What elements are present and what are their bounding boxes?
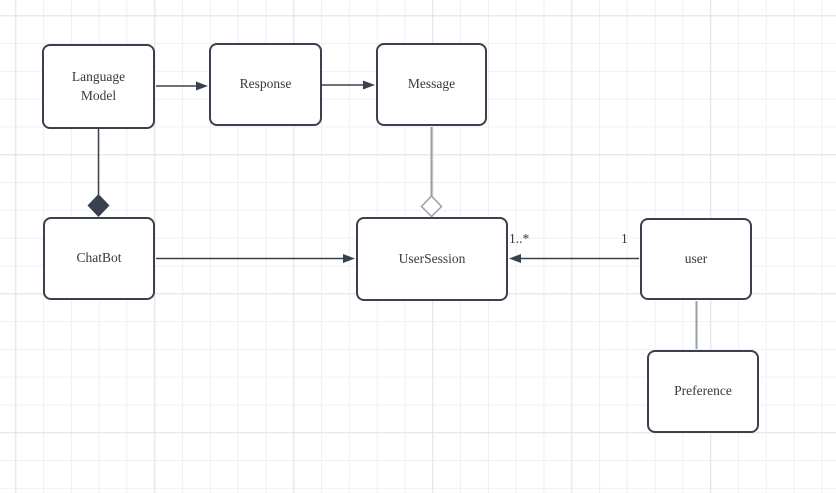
edge-message-usersession[interactable] [420,127,443,218]
node-label: Response [239,76,292,92]
node-user[interactable]: user [640,218,752,300]
node-usersession[interactable]: UserSession [356,217,508,301]
node-preference[interactable]: Preference [647,350,759,433]
multiplicity-label-source[interactable]: 1 [621,231,628,246]
node-label: ChatBot [76,250,122,266]
edge-languagemodel-response[interactable] [156,81,208,91]
edge-response-message[interactable] [322,80,375,90]
node-language-model[interactable]: Language Model [42,44,155,129]
node-label: Preference [674,383,732,399]
node-response[interactable]: Response [209,43,322,126]
node-message[interactable]: Message [376,43,487,126]
node-label: UserSession [398,250,466,266]
edge-chatbot-usersession[interactable] [156,254,355,263]
node-chatbot[interactable]: ChatBot [43,217,155,300]
arrowhead-icon [363,80,375,90]
edge-languagemodel-chatbot[interactable] [87,129,110,217]
filled-diamond-icon [87,194,110,217]
arrowhead-icon [196,81,208,91]
node-label: user [684,250,708,266]
node-label: Language Model [71,69,126,103]
edge-user-usersession[interactable] [509,254,639,263]
node-label: Message [407,76,456,92]
arrowhead-icon [509,254,521,263]
multiplicity-label-target[interactable]: 1..* [509,231,530,246]
arrowhead-icon [343,254,355,263]
hollow-diamond-icon [420,194,443,218]
